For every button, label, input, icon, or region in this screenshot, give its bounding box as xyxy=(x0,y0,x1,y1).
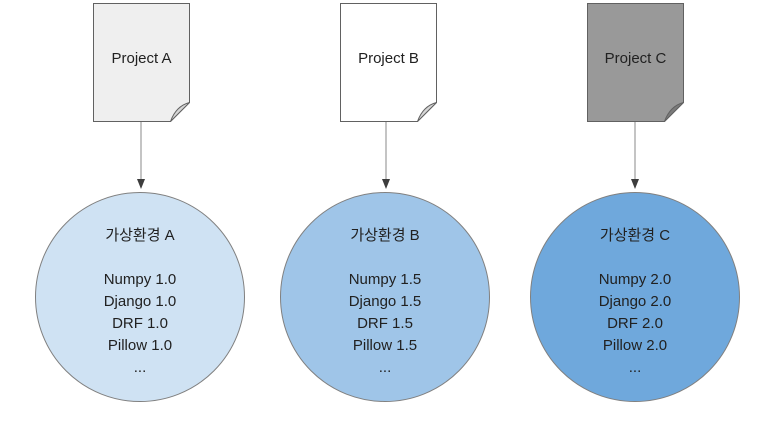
document-shape-icon xyxy=(340,3,437,122)
virtual-env-c-circle: 가상환경 C Numpy 2.0 Django 2.0 DRF 2.0 Pill… xyxy=(530,192,740,402)
package-line: DRF 1.0 xyxy=(112,315,168,332)
package-line: Pillow 2.0 xyxy=(602,337,668,354)
arrow-down-icon xyxy=(631,122,639,189)
package-ellipsis: ... xyxy=(133,359,147,376)
package-line: Django 1.5 xyxy=(348,293,422,310)
package-line: Django 1.0 xyxy=(103,293,177,310)
package-ellipsis: ... xyxy=(628,359,642,376)
env-title: 가상환경 A xyxy=(105,227,175,244)
virtual-env-a-circle: 가상환경 A Numpy 1.0 Django 1.0 DRF 1.0 Pill… xyxy=(35,192,245,402)
project-a-document: Project A xyxy=(93,3,190,122)
package-line: Django 2.0 xyxy=(598,293,672,310)
document-shape-icon xyxy=(93,3,190,122)
project-c-document: Project C xyxy=(587,3,684,122)
arrow-down-icon xyxy=(382,122,390,189)
package-ellipsis: ... xyxy=(378,359,392,376)
env-title: 가상환경 C xyxy=(599,227,671,244)
folded-corner-icon xyxy=(664,101,684,122)
package-line: DRF 2.0 xyxy=(607,315,663,332)
folded-corner-icon xyxy=(417,101,437,122)
project-label: Project A xyxy=(111,50,172,67)
package-line: Numpy 2.0 xyxy=(598,271,672,288)
virtual-env-b-circle: 가상환경 B Numpy 1.5 Django 1.5 DRF 1.5 Pill… xyxy=(280,192,490,402)
folded-corner-icon xyxy=(170,101,190,122)
package-line: Pillow 1.5 xyxy=(352,337,418,354)
project-label: Project B xyxy=(358,50,419,67)
package-line: Numpy 1.0 xyxy=(103,271,177,288)
project-b-document: Project B xyxy=(340,3,437,122)
env-title: 가상환경 B xyxy=(350,227,420,244)
package-line: Numpy 1.5 xyxy=(348,271,422,288)
package-line: DRF 1.5 xyxy=(357,315,413,332)
package-line: Pillow 1.0 xyxy=(107,337,173,354)
arrow-down-icon xyxy=(137,122,145,189)
project-label: Project C xyxy=(604,50,667,67)
document-shape-icon xyxy=(587,3,684,122)
